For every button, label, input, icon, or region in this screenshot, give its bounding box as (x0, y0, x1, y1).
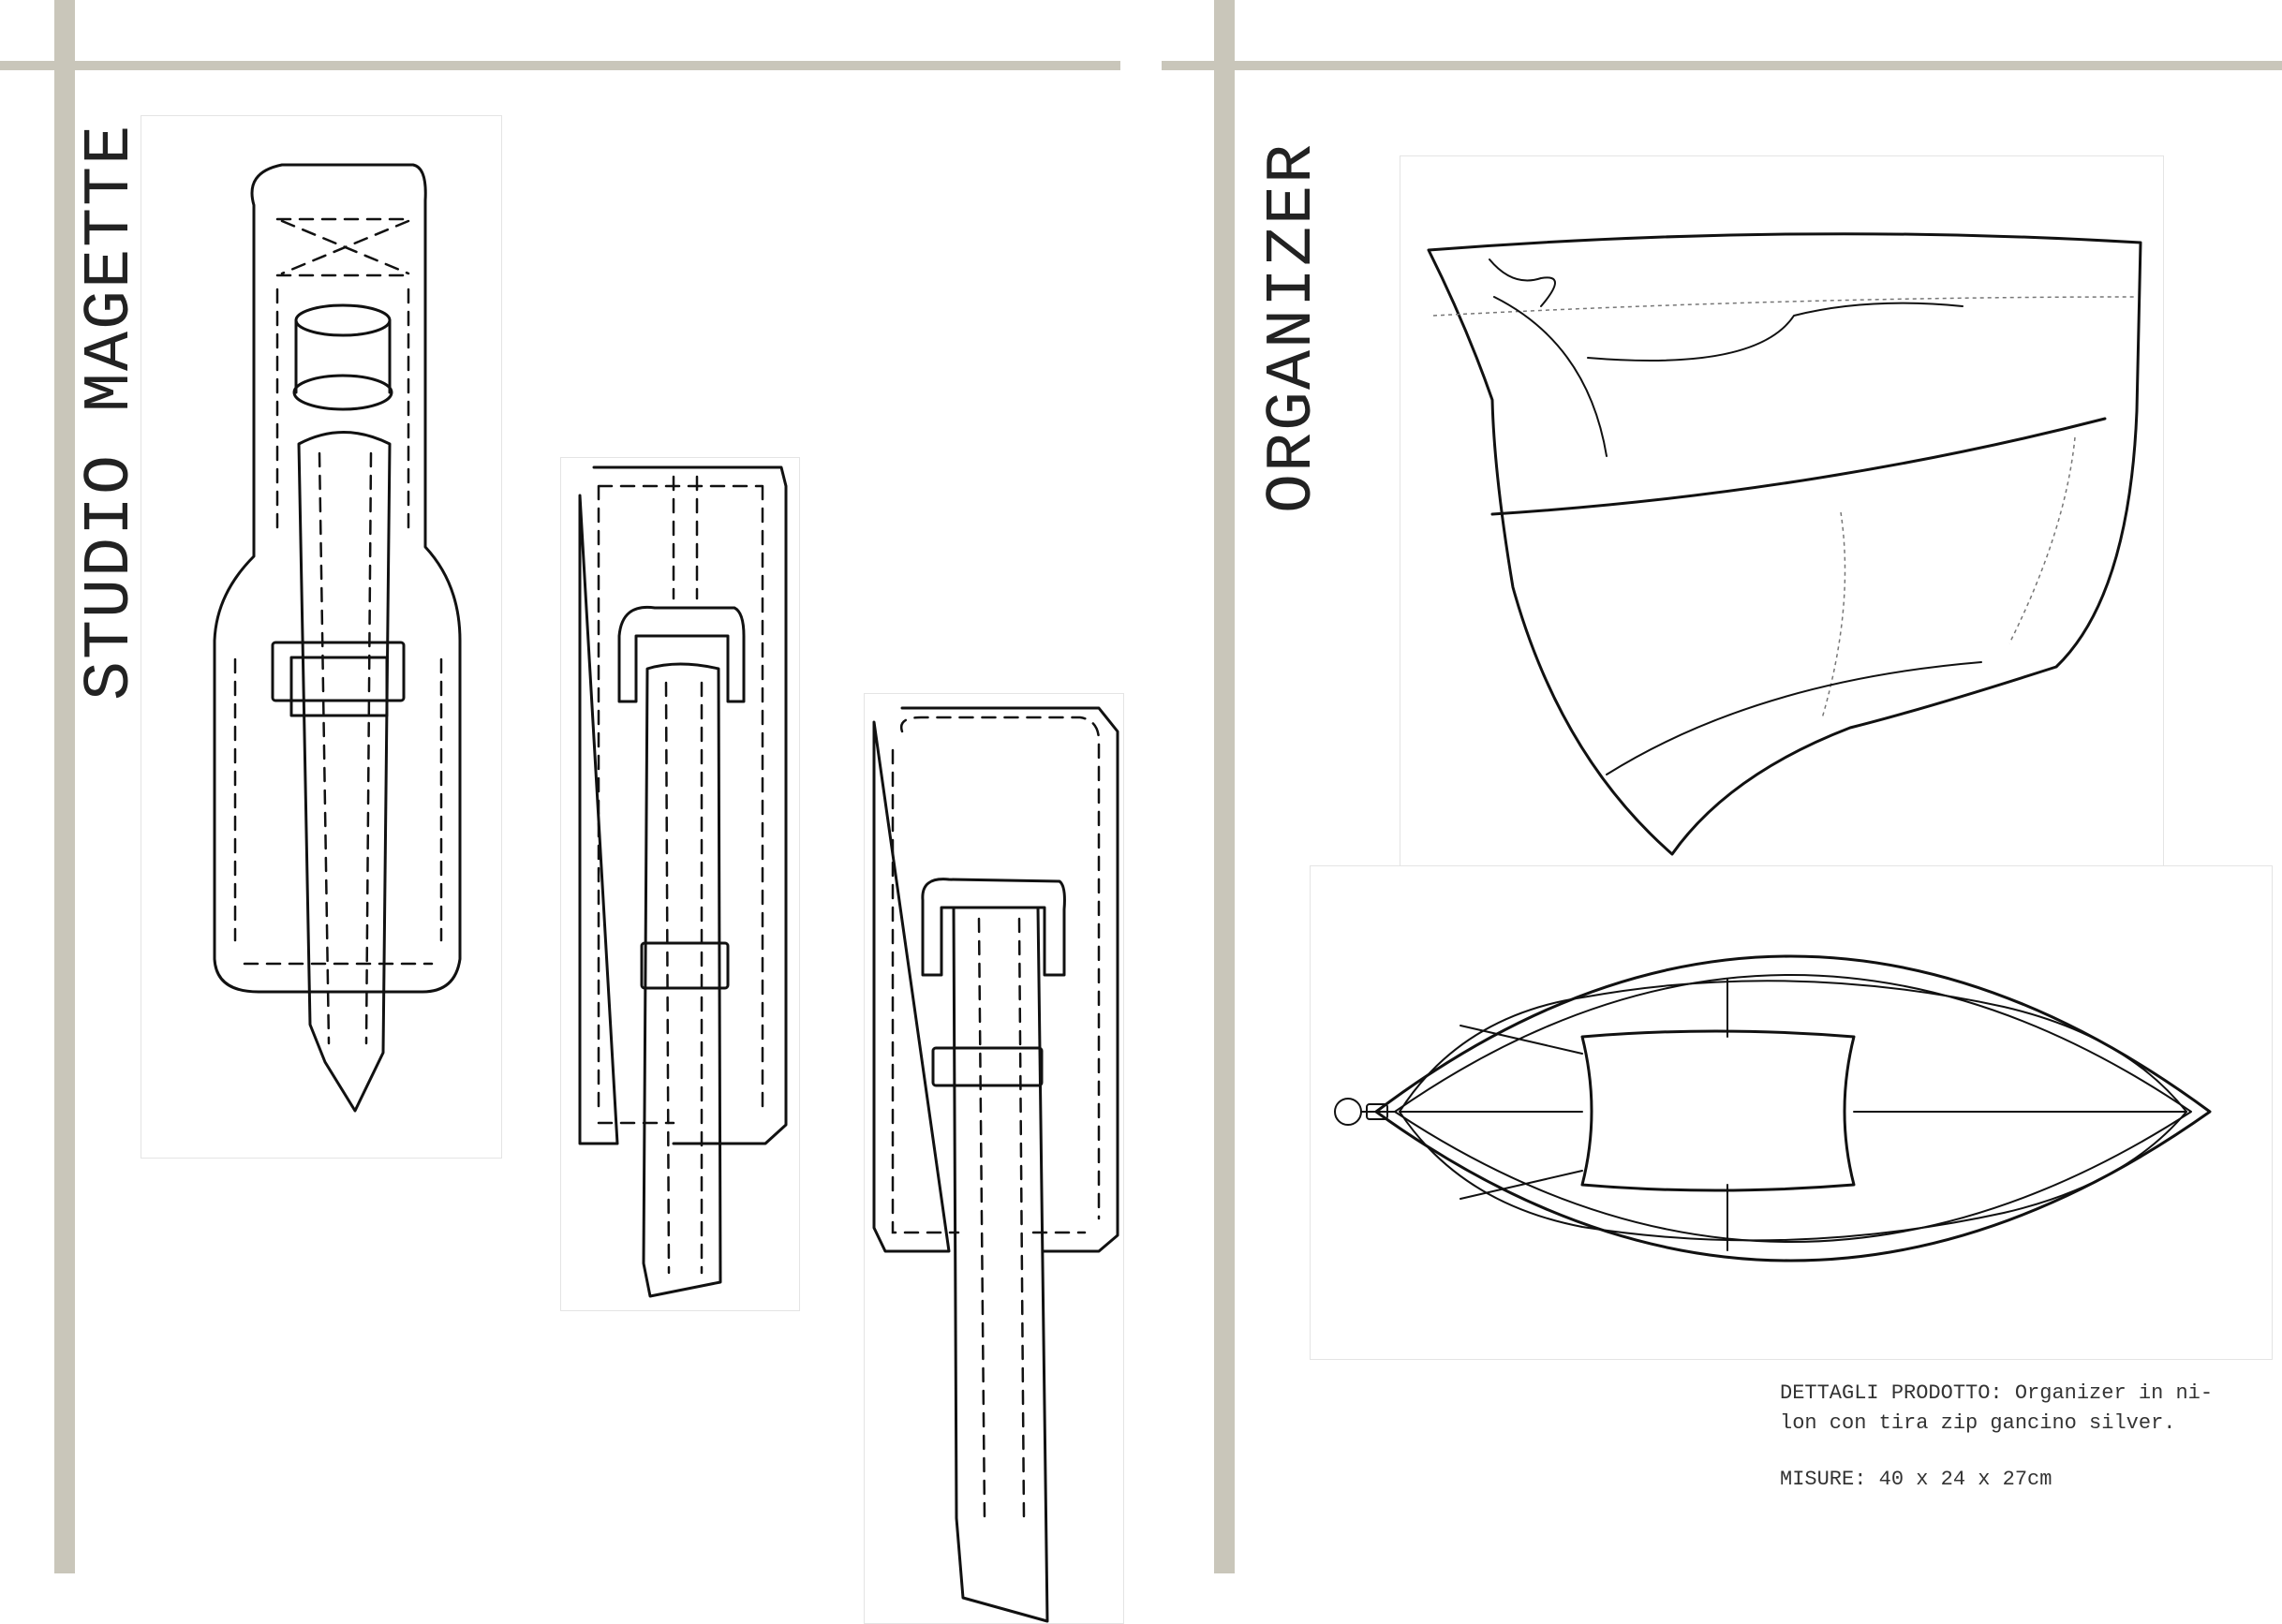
organizer-sketch-side (1400, 155, 2164, 869)
strap-sketch-2 (560, 457, 800, 1311)
organizer-sketch-top (1310, 865, 2273, 1360)
details-line-1: DETTAGLI PRODOTTO: Organizer in ni- (1780, 1381, 2214, 1405)
strap-sketch-3 (864, 693, 1124, 1624)
details-measures: MISURE: 40 x 24 x 27cm (1780, 1468, 2052, 1491)
product-details: DETTAGLI PRODOTTO: Organizer in ni- lon … (1780, 1379, 2276, 1495)
margin-rule-left (54, 0, 75, 1573)
details-line-2: lon con tira zip gancino silver. (1780, 1411, 2176, 1435)
page-title-right: ORGANIZER (1256, 141, 1330, 513)
margin-rule-right (1214, 0, 1235, 1573)
top-rule-left (0, 61, 1120, 70)
strap-sketch-1 (141, 115, 502, 1159)
page-title-left: STUDIO MAGETTE (74, 123, 148, 701)
top-rule-right (1162, 61, 2282, 70)
